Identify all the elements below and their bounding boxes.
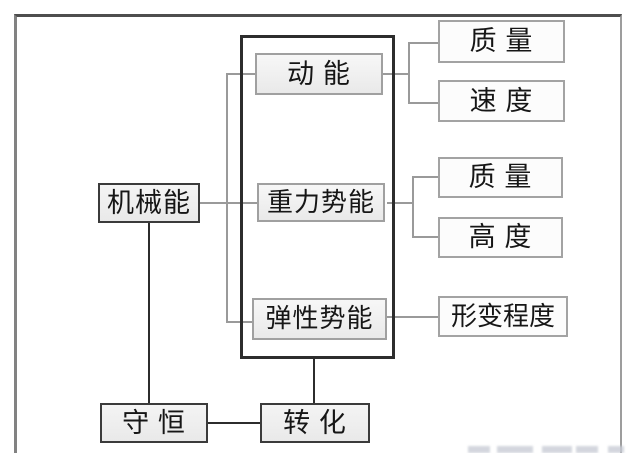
node-gravitational-potential-energy: 重力势能 <box>257 183 385 222</box>
watermark-remnant <box>608 446 624 453</box>
node-mechanical-energy: 机械能 <box>98 183 200 223</box>
node-deformation-degree: 形变程度 <box>438 296 568 337</box>
connector-to-mass1 <box>408 42 438 44</box>
connector-conservation-to-transformation <box>208 422 260 424</box>
node-conservation: 守 恒 <box>100 403 208 443</box>
connector-root-to-gravitational <box>200 202 259 204</box>
connector-elastic-to-deformation <box>387 316 438 318</box>
connector-root-to-conservation <box>148 223 150 403</box>
node-mass-of-kinetic-label: 质 量 <box>469 26 534 56</box>
node-kinetic-energy-label: 动 能 <box>287 58 351 89</box>
connector-to-height <box>412 236 438 238</box>
node-mass-of-gravitational: 质 量 <box>438 157 563 198</box>
connector-kinetic-out <box>383 73 409 75</box>
node-transformation: 转 化 <box>260 403 370 443</box>
node-mass-of-kinetic: 质 量 <box>438 20 565 63</box>
node-gravitational-potential-energy-label: 重力势能 <box>266 187 375 217</box>
watermark-remnant <box>542 446 572 453</box>
node-elastic-potential-energy-label: 弹性势能 <box>265 304 374 333</box>
node-kinetic-energy: 动 能 <box>255 53 383 95</box>
node-velocity-label: 速 度 <box>469 85 534 116</box>
node-mechanical-energy-label: 机械能 <box>107 187 191 218</box>
node-elastic-potential-energy: 弹性势能 <box>252 298 387 340</box>
connector-left-bracket-vertical <box>226 74 228 322</box>
energy-group-box <box>240 35 395 359</box>
watermark-remnant <box>497 446 533 453</box>
connector-to-velocity <box>408 102 438 104</box>
watermark-remnant <box>468 446 490 453</box>
connector-kinetic-bracket-vertical <box>408 42 410 104</box>
node-height: 高 度 <box>438 217 563 258</box>
watermark-remnant <box>576 446 598 453</box>
node-height-label: 高 度 <box>468 222 533 252</box>
connector-group-to-transformation <box>313 358 315 403</box>
outer-frame <box>14 14 622 453</box>
connector-gravitational-bracket-vertical <box>412 177 414 238</box>
node-deformation-degree-label: 形变程度 <box>450 301 555 331</box>
connector-to-mass2 <box>412 176 438 178</box>
node-mass-of-gravitational-label: 质 量 <box>468 162 533 192</box>
node-velocity: 速 度 <box>438 80 565 122</box>
connector-gravitational-out <box>387 202 413 204</box>
node-conservation-label: 守 恒 <box>122 407 186 438</box>
node-transformation-label: 转 化 <box>283 407 347 438</box>
